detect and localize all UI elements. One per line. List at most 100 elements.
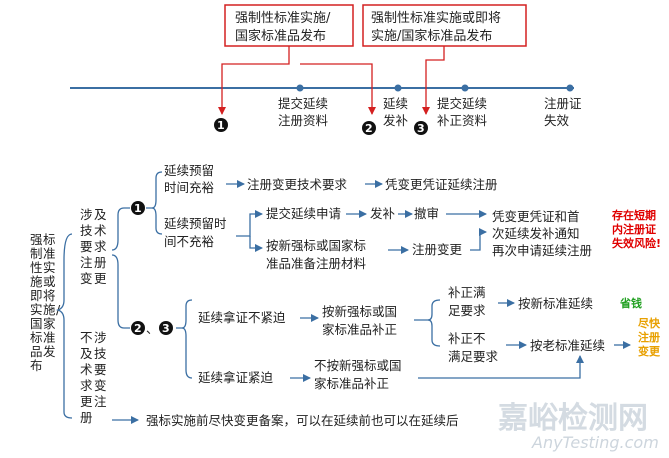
not-involve-char: 册 [80,410,93,425]
timeline-dot-expire [566,84,574,92]
top-box-2-line2: 实施/国家标准品发布 [371,28,492,44]
not-meet-line1: 补正不 [448,331,486,346]
not-involve-char: 及 [80,346,93,361]
not-involve-char: 要 [94,362,107,377]
involve-brace-down [111,254,130,329]
left-label-char: 布 [30,358,43,373]
prepare-line2: 准品准备注册材料 [266,256,367,271]
left-label-char: 实 [43,260,56,275]
result-line2: 次延续发补通知 [492,226,580,241]
not-involve-char: 变 [94,378,107,393]
involve-char: 技 [80,223,93,238]
top-box-1 [224,4,354,47]
new-std-supplement-line1: 按新强标或国 [322,304,397,319]
save-badge: 省钱 [619,296,642,310]
supplement-brace-down [427,319,441,347]
branch-marker-3: 3 [162,322,170,335]
issue: 发补 [370,206,396,221]
enough-step1: 注册变更技术要求 [247,177,348,192]
old-std-renew: 按老标准延续 [530,338,605,353]
arrow-not-enough-down [249,236,263,252]
timeline-dot-supplement [461,84,469,92]
watermark-cn: 嘉峪检测网 [498,401,648,436]
asap-line1: 尽快 [638,316,661,330]
new-std-renew: 按新标准延续 [518,296,593,311]
bottom-note: 强标实施前尽快变更备案，可以在延续前也可以在延续后 [146,413,459,428]
timeline-supplement-line1: 提交延续 [437,96,487,111]
timeline-expire-line2: 失效 [544,113,570,128]
not-involve-label: 不 涉 及 技 术 要 求 变 更 注 册 [80,330,107,425]
urgent: 延续拿证紧迫 [198,370,274,385]
arrow-change-result [470,228,487,251]
marker-2: 2 [365,122,373,135]
involve-char: 涉 [80,207,93,222]
no-new-std-line1: 不按新强标或国 [314,358,402,373]
involve-char: 更 [94,271,107,286]
involve-char: 要 [80,239,93,254]
left-label-char: 标 [30,330,43,345]
marker-sep: 、 [146,321,159,336]
not-urgent: 延续拿证不紧迫 [198,310,286,325]
arrow-no-new-std-to-old [418,355,584,379]
enough-line1: 延续预留 [164,163,214,178]
branch23-brace-down [181,327,193,379]
involve-char: 及 [94,207,107,222]
involve-label: 涉 及 技 术 要 求 注 册 变 更 [80,207,107,286]
top-box-2-line1: 强制性标准实施或即将 [371,11,501,26]
change: 注册变更 [412,242,463,257]
marker-2-badge [362,121,376,135]
branch-marker-3-badge [159,321,173,335]
not-enough-line2: 间不充裕 [164,234,214,249]
red-arrow-1 [218,46,290,115]
left-label-char: 性 [30,260,43,275]
timeline-issue-line2: 发补 [383,113,409,128]
involve-char: 册 [94,255,107,270]
left-label: 强 制 性 标 准 实 施 或 即 将 实 施 / 国 家 标 准 品 发 布 [30,232,61,373]
left-label-char: 制 [30,246,43,261]
involve-brace-up [111,207,130,251]
marker-3-badge [414,121,428,135]
top-box-1-line1: 强制性标准实施/ [235,11,331,26]
not-involve-char: 不 [80,330,93,345]
not-involve-char: 涉 [94,330,107,345]
enough-line2: 时间充裕 [164,180,214,195]
asap-line2: 注册 [638,330,660,344]
not-involve-char: 更 [80,394,93,409]
timeline-supplement-line2: 补正资料 [437,113,488,128]
meet-line2: 足要求 [448,303,486,318]
marker-1-badge [214,118,228,132]
new-std-supplement-line2: 家标准品补正 [322,322,397,337]
not-enough-line1: 延续预留时 [164,216,227,231]
timeline-submit-line1: 提交延续 [278,96,328,111]
left-label-char: 或 [43,274,56,289]
supplement-brace-up [414,299,441,321]
timeline-dot-issue [394,84,402,92]
branch1-brace-up [146,171,163,209]
not-involve-char: 注 [94,394,107,409]
enough-step2: 凭变更凭证延续注册 [385,177,498,192]
left-label-char: 家 [43,316,56,331]
risk-line2: 内注册证 [612,222,656,236]
not-involve-char: 求 [80,378,93,393]
branch-marker-2: 2 [134,322,142,335]
left-label-char: 国 [30,316,43,331]
branch-marker-2-badge [131,321,145,335]
branch-marker-1: 1 [134,202,142,215]
branch-marker-1-badge [131,201,145,215]
top-box-2 [362,4,527,47]
no-new-std-line2: 家标准品补正 [314,376,389,391]
branch1-brace-down [151,207,163,235]
timeline-submit-line2: 注册资料 [278,113,329,128]
top-box-1-line2: 国家标准品发布 [235,28,326,44]
left-label-char: 准 [43,246,56,261]
red-arrow-3 [422,46,445,115]
involve-char: 术 [94,223,107,238]
left-label-char: 施 [43,302,56,317]
result-line1: 凭变更凭证和首 [492,209,580,224]
branch23-brace-up [176,299,193,329]
marker-1: 1 [217,119,225,132]
arrow-not-enough-up [236,210,263,237]
left-label-char: 实 [30,302,43,317]
asap-line3: 变更 [638,344,661,358]
not-involve-char: 术 [80,362,93,377]
